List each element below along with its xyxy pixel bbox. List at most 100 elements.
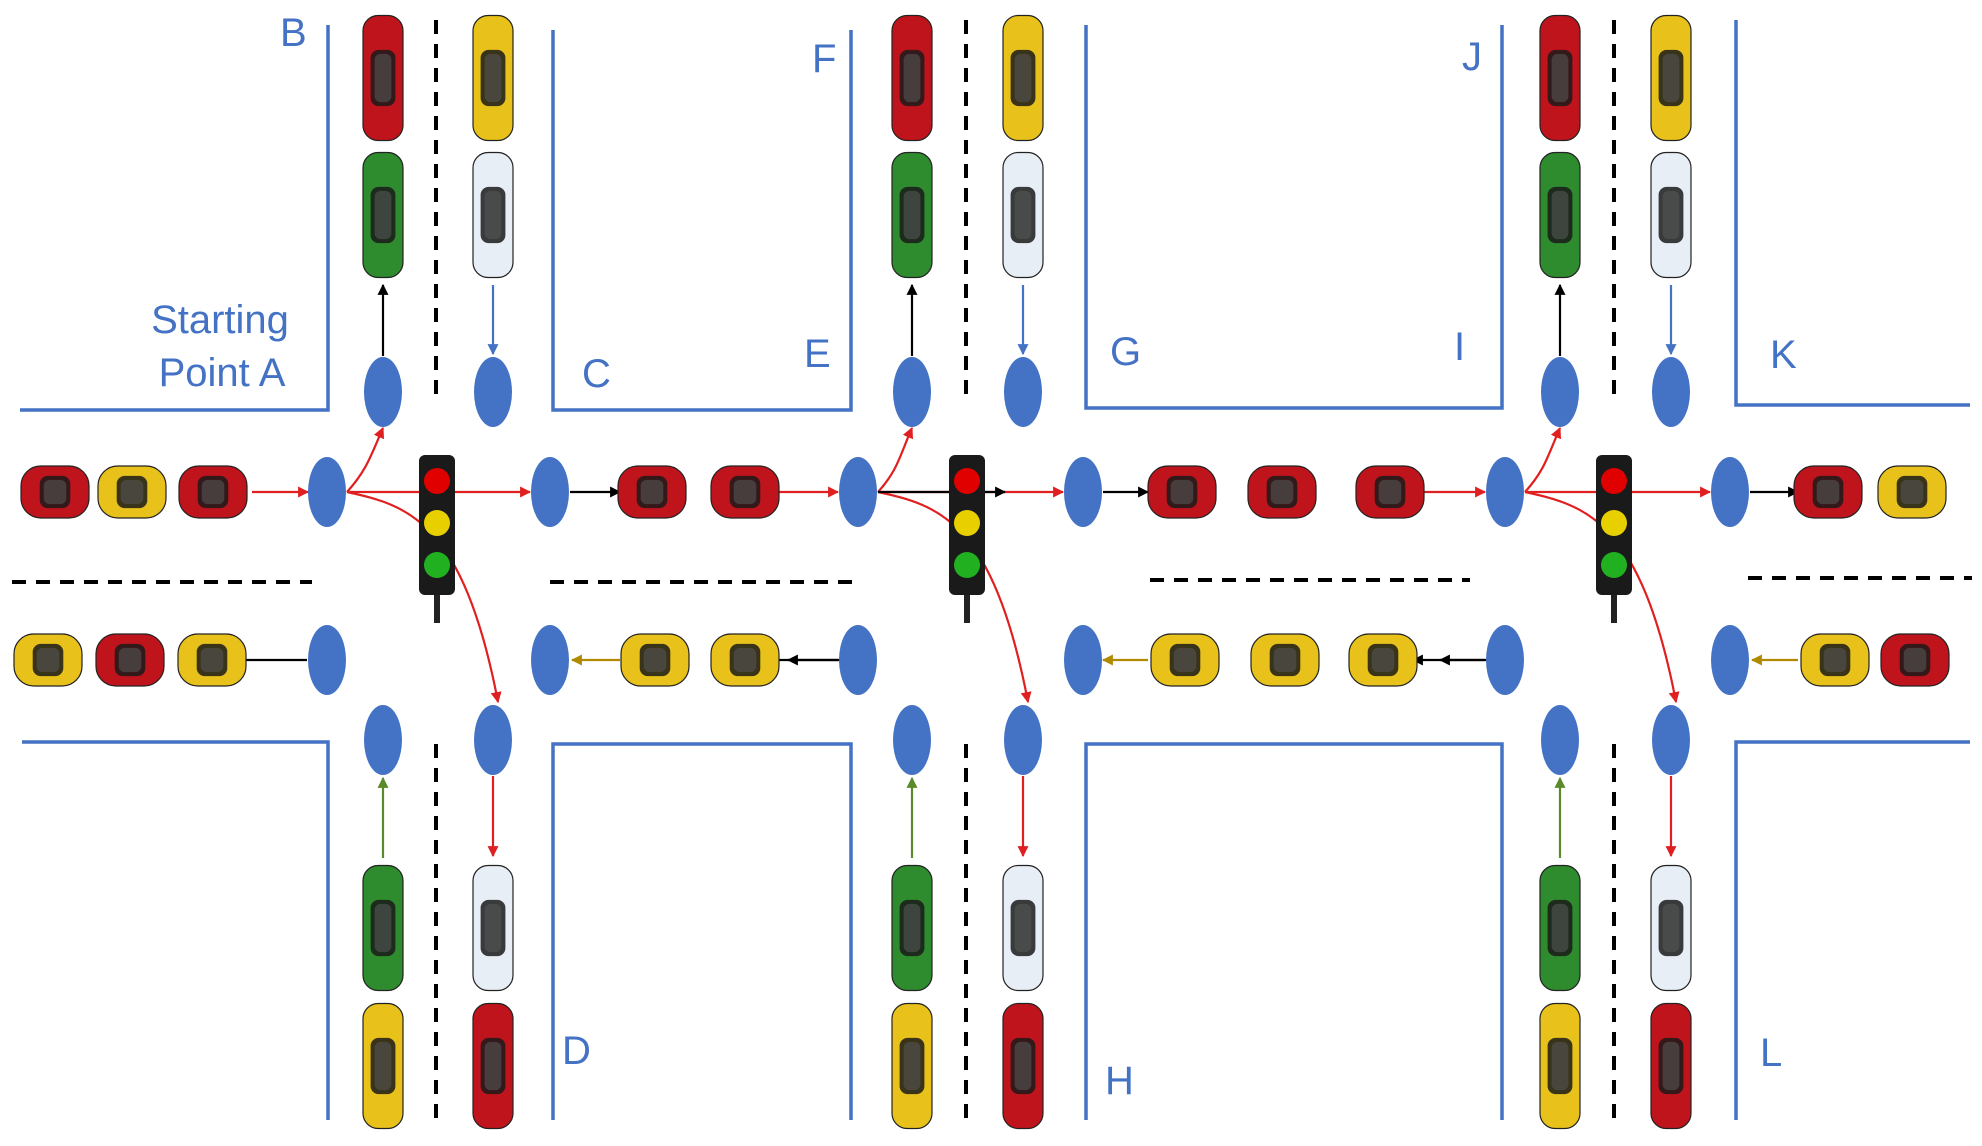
car-window	[201, 479, 225, 505]
car-window	[43, 479, 67, 505]
traffic-light	[949, 455, 985, 623]
car	[95, 633, 165, 687]
traffic-light-green	[424, 552, 450, 578]
traffic-light-pole	[1611, 593, 1617, 623]
car-window	[1551, 53, 1569, 103]
car-window	[903, 53, 921, 103]
car-window	[120, 479, 144, 505]
flow-arrow	[1524, 426, 1562, 493]
car	[1650, 14, 1692, 142]
road-borders	[20, 20, 1970, 1120]
node-ellipse	[1004, 357, 1042, 427]
node-ellipse	[364, 357, 402, 427]
car-window	[1662, 903, 1680, 953]
car-window	[1900, 479, 1924, 505]
car	[1348, 633, 1418, 687]
traffic-light-pole	[434, 593, 440, 623]
node-ellipse	[1652, 357, 1690, 427]
traffic-light-green	[954, 552, 980, 578]
car	[1150, 633, 1220, 687]
car	[1650, 1002, 1692, 1130]
car-window	[640, 479, 664, 505]
car-window	[643, 647, 667, 673]
node-ellipse	[1004, 705, 1042, 775]
point-label-d: D	[562, 1029, 591, 1073]
road-border	[1084, 742, 1504, 1120]
point-label-l: L	[1760, 1031, 1782, 1075]
car-window	[1551, 1041, 1569, 1091]
node-ellipse	[893, 357, 931, 427]
road-border	[1084, 25, 1504, 410]
car-window	[1173, 647, 1197, 673]
car	[1539, 864, 1581, 992]
car	[178, 465, 248, 519]
car	[1539, 14, 1581, 142]
node-ellipse	[1711, 625, 1749, 695]
car-window	[1816, 479, 1840, 505]
car-window	[903, 1041, 921, 1091]
point-label-g: G	[1110, 330, 1141, 374]
labels: Starting Point A B C D E F G H I J K L	[151, 11, 1797, 1103]
car	[13, 633, 83, 687]
car-window	[1551, 903, 1569, 953]
car-window	[1823, 647, 1847, 673]
car-window	[374, 1041, 392, 1091]
car	[891, 151, 933, 279]
car	[1800, 633, 1870, 687]
car	[617, 465, 687, 519]
car	[472, 14, 514, 142]
node-ellipse	[839, 457, 877, 527]
node-ellipse	[1541, 357, 1579, 427]
car	[710, 465, 780, 519]
car-window	[1014, 1041, 1032, 1091]
car-window	[484, 190, 502, 240]
traffic-lights	[419, 455, 1632, 623]
node-ellipse	[531, 625, 569, 695]
car-window	[374, 190, 392, 240]
car	[177, 633, 247, 687]
car-window	[374, 903, 392, 953]
start-label-line2: Point A	[159, 351, 286, 395]
road-border	[551, 742, 853, 1120]
traffic-light-red	[1601, 468, 1627, 494]
traffic-light-yellow	[954, 510, 980, 536]
node-ellipse	[1486, 625, 1524, 695]
traffic-light-red	[954, 468, 980, 494]
car-window	[1371, 647, 1395, 673]
car-window	[374, 53, 392, 103]
car	[1355, 465, 1425, 519]
car-window	[1270, 479, 1294, 505]
car	[1539, 1002, 1581, 1130]
car	[362, 14, 404, 142]
point-label-k: K	[1770, 333, 1797, 377]
node-ellipse	[531, 457, 569, 527]
car-window	[484, 903, 502, 953]
car-window	[1378, 479, 1402, 505]
car	[891, 864, 933, 992]
car-window	[903, 903, 921, 953]
road-border	[22, 740, 330, 1120]
car-window	[1662, 1041, 1680, 1091]
car-window	[118, 647, 142, 673]
car	[1793, 465, 1863, 519]
traffic-light-red	[424, 468, 450, 494]
car	[1147, 465, 1217, 519]
car-window	[1662, 190, 1680, 240]
point-label-j: J	[1462, 35, 1482, 79]
car-window	[1014, 190, 1032, 240]
node-ellipse	[1064, 625, 1102, 695]
car-window	[1662, 53, 1680, 103]
node-ellipse	[308, 625, 346, 695]
car	[1880, 633, 1950, 687]
car	[362, 1002, 404, 1130]
node-ellipse	[474, 357, 512, 427]
car	[1002, 151, 1044, 279]
traffic-light-yellow	[1601, 510, 1627, 536]
cars	[13, 14, 1950, 1130]
car-window	[200, 647, 224, 673]
car	[1002, 1002, 1044, 1130]
car-window	[1273, 647, 1297, 673]
point-label-h: H	[1105, 1059, 1134, 1103]
road-border	[1734, 740, 1970, 1120]
node-ellipse	[1064, 457, 1102, 527]
